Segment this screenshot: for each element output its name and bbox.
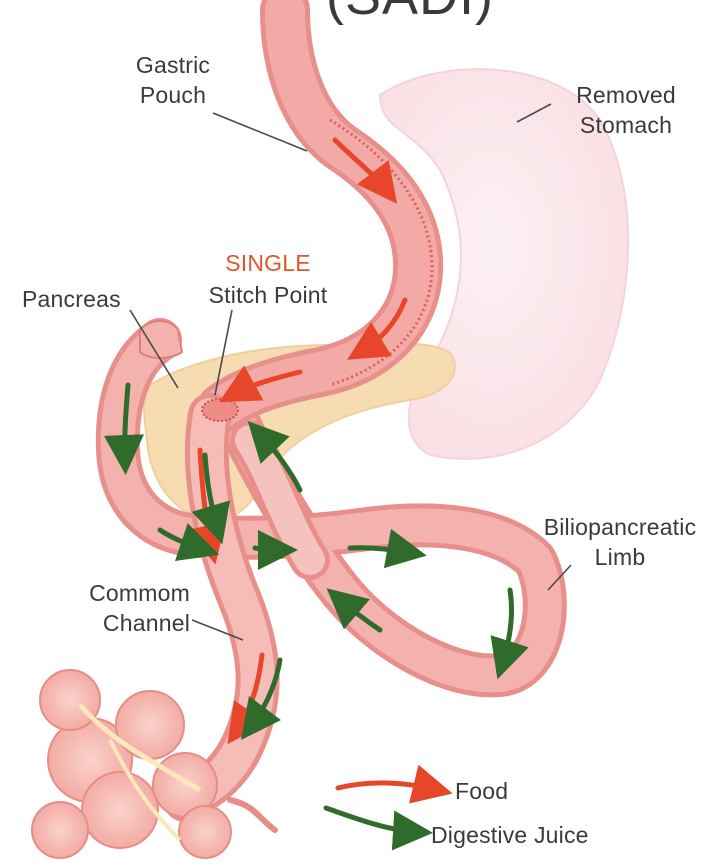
label-biliopancreatic-limb-line1: Biliopancreatic — [525, 512, 715, 542]
diagram-title: (SADI) — [300, 0, 520, 26]
duodenal-stump — [140, 321, 182, 358]
legend-food-label: Food — [455, 776, 508, 806]
label-gastric-pouch-line1: Gastric — [118, 50, 228, 80]
label-pancreas: Pancreas — [22, 284, 121, 314]
label-gastric-pouch: Gastric Pouch — [118, 50, 228, 110]
label-single: SINGLE — [200, 248, 336, 278]
label-biliopancreatic-limb: Biliopancreatic Limb — [525, 512, 715, 572]
label-stitch-point: Stitch Point — [190, 280, 346, 310]
legend-food-arrow — [338, 783, 438, 790]
label-gastric-pouch-line2: Pouch — [118, 80, 228, 110]
label-removed-stomach-line2: Stomach — [556, 110, 696, 140]
stitch-point-mark — [202, 399, 238, 421]
legend-digestive-juice-label: Digestive Juice — [431, 820, 589, 850]
label-common-channel-line1: Commom — [60, 578, 190, 608]
label-common-channel: Commom Channel — [60, 578, 190, 638]
label-common-channel-line2: Channel — [60, 608, 190, 638]
label-removed-stomach: Removed Stomach — [556, 80, 696, 140]
label-biliopancreatic-limb-line2: Limb — [525, 542, 715, 572]
legend-juice-arrow — [326, 808, 418, 832]
label-removed-stomach-line1: Removed — [556, 80, 696, 110]
